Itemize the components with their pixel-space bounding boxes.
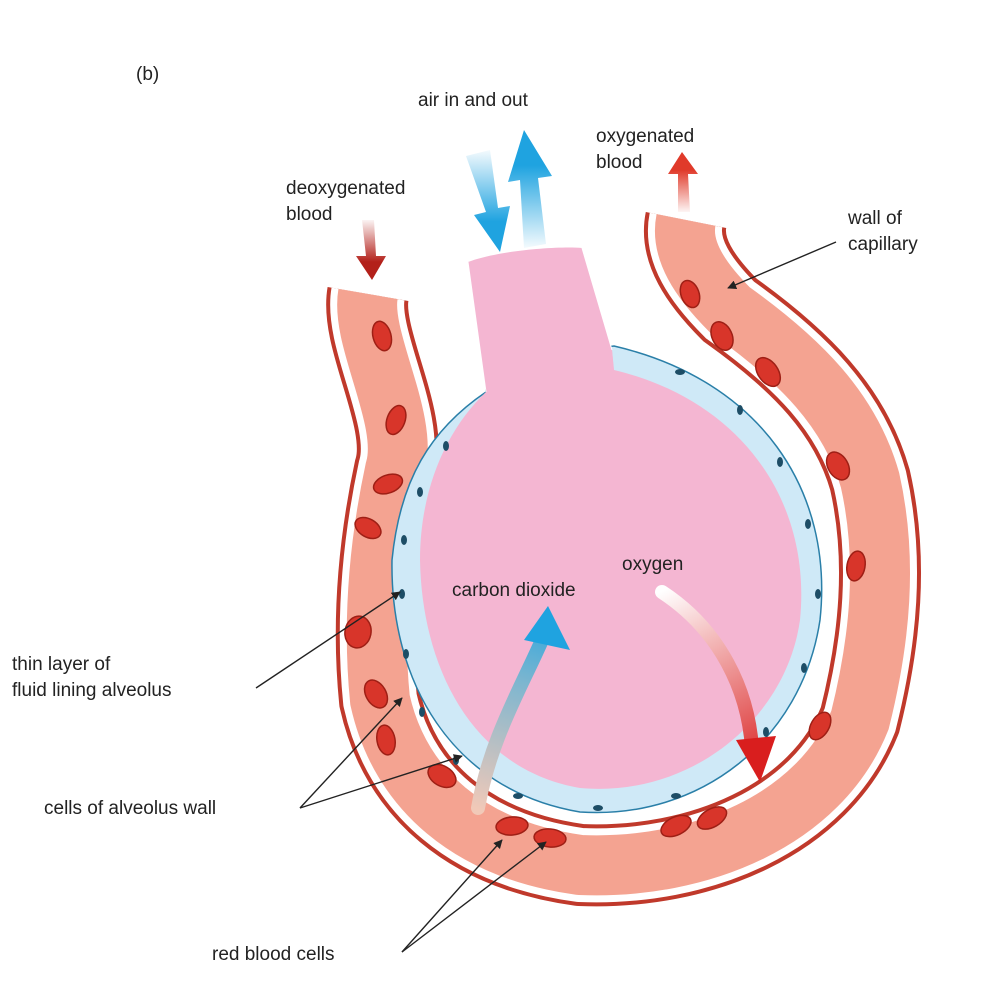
oxygenated-blood-label: oxygenated blood: [596, 126, 695, 173]
alveolus-duct: [468, 247, 614, 392]
fluid-lining-label: thin layer of fluid lining alveolus: [12, 654, 172, 701]
alveolus-duct-edge: [467, 247, 613, 393]
oxygen-label: oxygen: [622, 554, 684, 575]
leader-alveolus-cells-2: [299, 754, 463, 809]
carbon-dioxide-arrow: [471, 633, 549, 815]
alveolus-cell-nuclei: [399, 369, 821, 811]
deoxygenated-blood-label: deoxygenated blood: [286, 178, 406, 225]
red-blood-cells-group: [344, 279, 866, 848]
capillary: [326, 211, 922, 907]
air-out-arrow: [508, 130, 552, 248]
wall-of-capillary-label: wall of capillary: [848, 208, 918, 255]
red-blood-cells-label: red blood cells: [212, 944, 335, 965]
oxygenated-blood-arrow: [668, 152, 698, 212]
leader-wall-of-capillary: [727, 241, 837, 289]
air-in-arrow: [466, 150, 510, 252]
leader-fluid-lining: [255, 591, 401, 689]
panel-label: (b): [136, 64, 160, 85]
oxygen-arrow: [655, 585, 759, 755]
leader-lines: [255, 241, 837, 953]
leader-alveolus-cells-1: [299, 697, 403, 809]
alveolus-cells-label: cells of alveolus wall: [44, 798, 217, 819]
alveolus-lumen: [420, 350, 802, 789]
air-in-and-out-label: air in and out: [418, 90, 528, 111]
carbon-dioxide-arrowhead: [524, 606, 570, 650]
deoxygenated-blood-arrow: [356, 220, 386, 280]
leader-red-blood-cells-2: [401, 841, 547, 953]
capillary-lumen: [337, 214, 911, 896]
carbon-dioxide-label: carbon dioxide: [452, 580, 576, 601]
leader-red-blood-cells-1: [401, 839, 503, 953]
oxygen-arrowhead: [736, 736, 776, 782]
alveolus: [391, 247, 823, 814]
